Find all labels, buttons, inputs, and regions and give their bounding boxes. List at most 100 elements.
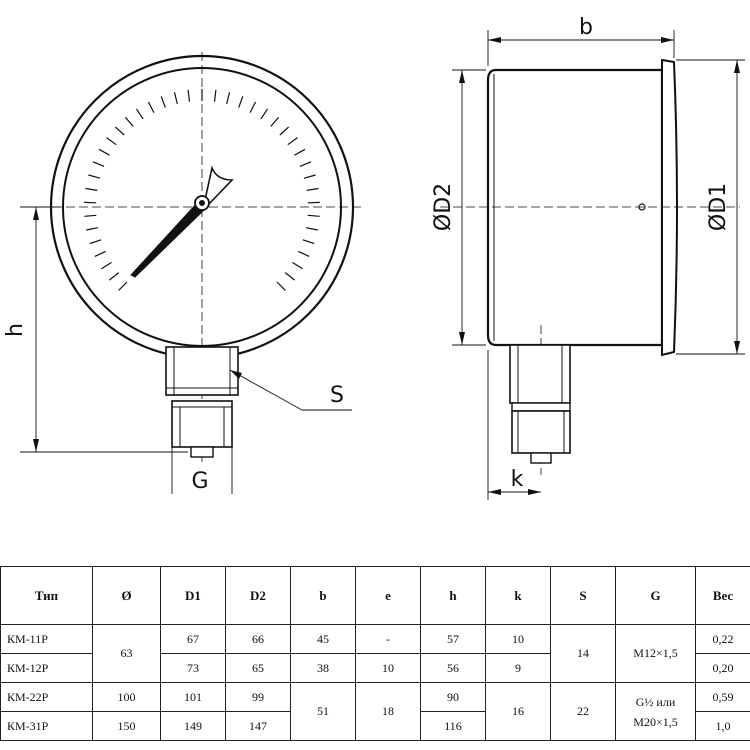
needle-pointer	[130, 201, 205, 278]
h-arrow-top	[33, 207, 39, 220]
needle-hub-dot	[199, 200, 205, 206]
cell-d2: 147	[225, 711, 291, 741]
scale-tick	[135, 108, 144, 120]
label-h: h	[3, 323, 28, 337]
scale-tick	[94, 250, 106, 257]
table-header-row: Тип Ø D1 D2 b e h k S G Вес	[0, 566, 750, 625]
scale-tick	[292, 261, 303, 270]
cell-g: M12×1,5	[615, 624, 696, 683]
cell-weight: 0,20	[695, 653, 750, 683]
header-type: Тип	[0, 566, 93, 625]
label-g: G	[191, 469, 208, 494]
cell-weight: 0,59	[695, 682, 750, 712]
side-collar	[511, 402, 571, 412]
cell-type: КМ-22Р	[0, 682, 93, 712]
scale-tick	[238, 96, 244, 108]
h-arrow-bottom	[33, 439, 39, 452]
cell-weight: 1,0	[695, 711, 750, 741]
front-nipple	[190, 446, 214, 458]
scale-tick	[276, 281, 286, 291]
d1-arrow-bottom	[734, 341, 740, 354]
header-b: b	[290, 566, 356, 625]
cell-b: 45	[290, 624, 356, 654]
scale-tick	[173, 92, 178, 105]
cell-type: КМ-31Р	[0, 711, 93, 741]
scale-tick	[305, 227, 318, 231]
cell-h: 56	[420, 653, 486, 683]
cell-k: 16	[485, 682, 551, 741]
side-case	[486, 68, 664, 347]
cell-s: 14	[550, 624, 616, 683]
cell-d2: 99	[225, 682, 291, 712]
header-d1: D1	[160, 566, 226, 625]
scale-tick	[299, 161, 312, 167]
cell-dia: 100	[92, 682, 161, 712]
label-s: S	[330, 383, 344, 408]
scale-tick	[98, 148, 110, 156]
scale-tick	[114, 126, 125, 136]
label-b: b	[579, 15, 593, 40]
header-dia: Ø	[92, 566, 161, 625]
scale-tick	[298, 250, 310, 257]
s-leader	[229, 369, 303, 411]
scale-tick	[101, 261, 112, 270]
cell-h: 90	[420, 682, 486, 712]
scale-tick	[302, 239, 315, 245]
scale-tick	[284, 272, 296, 281]
cell-b: 38	[290, 653, 356, 683]
cell-d1: 67	[160, 624, 226, 654]
front-socket	[165, 346, 239, 396]
cell-type: КМ-12Р	[0, 653, 93, 683]
cell-d1: 73	[160, 653, 226, 683]
d2-arrow-top	[459, 70, 465, 83]
gauge-drawing: h S G	[3, 15, 745, 500]
scale-tick	[249, 101, 257, 113]
header-d2: D2	[225, 566, 291, 625]
label-k: k	[511, 467, 524, 492]
scale-tick	[260, 108, 269, 120]
header-k: k	[485, 566, 551, 625]
scale-tick	[306, 187, 319, 191]
table-row: КМ-11Р 63 67 66 45 - 57 10 14 M12×1,5 0,…	[0, 624, 750, 683]
header-weight: Вес	[695, 566, 750, 625]
cell-dia: 63	[92, 624, 161, 683]
cell-type: КМ-11Р	[0, 624, 93, 654]
cell-b: 51	[290, 682, 356, 741]
b-arrow-left	[488, 37, 501, 43]
scale-tick	[160, 96, 166, 108]
scale-tick	[108, 272, 120, 281]
scale-tick	[226, 92, 231, 105]
scale-tick	[86, 227, 99, 231]
scale-tick	[106, 137, 117, 146]
d2-arrow-bottom	[459, 332, 465, 345]
cell-e: -	[355, 624, 421, 654]
cell-dia: 150	[92, 711, 161, 741]
label-d2: ØD2	[431, 183, 456, 231]
scale-tick	[85, 187, 98, 191]
front-thread	[171, 400, 233, 448]
cell-d1: 149	[160, 711, 226, 741]
cell-k: 10	[485, 624, 551, 654]
table-row: КМ-31Р 150 149 147 116 1,0	[0, 711, 750, 741]
label-d1: ØD1	[706, 183, 731, 231]
cell-g-line2: M20×1,5	[633, 714, 678, 729]
scale-tick	[307, 214, 320, 217]
scale-tick	[89, 239, 102, 245]
cell-g-line1: G½ или	[635, 694, 676, 709]
cell-s: 22	[550, 682, 616, 741]
side-bezel	[661, 58, 678, 357]
scale-tick	[187, 89, 191, 102]
header-h: h	[420, 566, 486, 625]
b-arrow-right	[661, 37, 674, 43]
cell-d1: 101	[160, 682, 226, 712]
scale-tick	[270, 116, 280, 127]
header-e: e	[355, 566, 421, 625]
scale-tick	[279, 126, 290, 136]
cell-d2: 65	[225, 653, 291, 683]
scale-tick	[124, 116, 134, 127]
scale-tick	[294, 148, 306, 156]
scale-tick	[92, 161, 105, 167]
needle-tail	[204, 165, 234, 207]
cell-k: 9	[485, 653, 551, 683]
